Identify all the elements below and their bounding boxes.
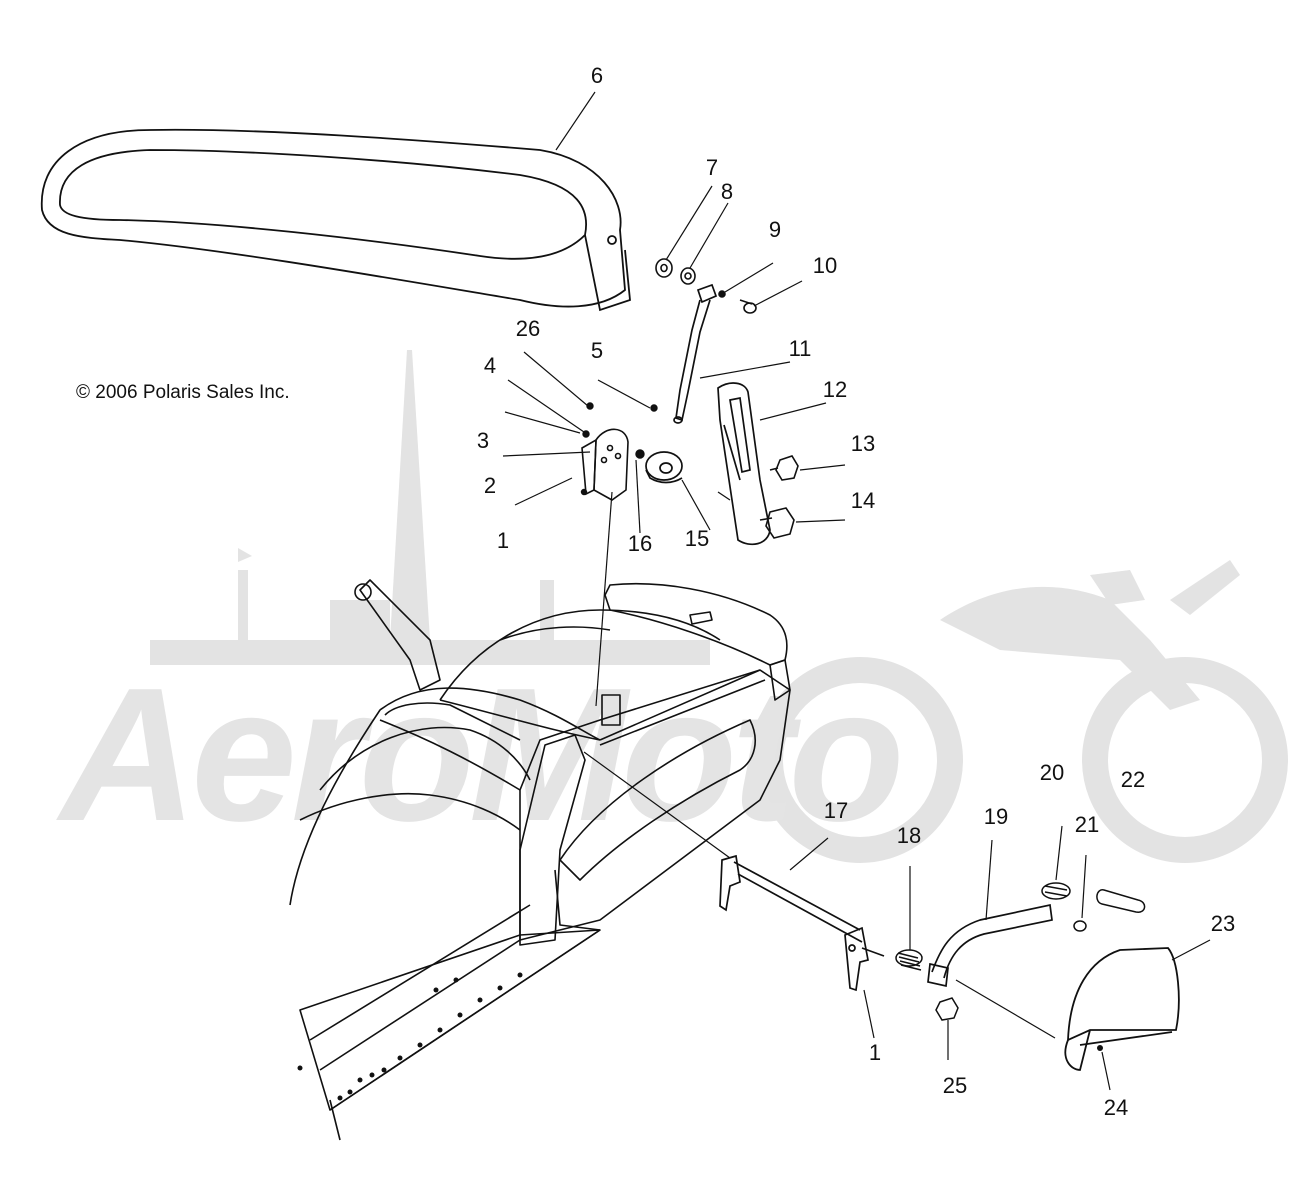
- small-hardware: [580, 402, 658, 496]
- callout-14: 14: [851, 488, 875, 513]
- callout-3: 3: [477, 428, 489, 453]
- callout-25: 25: [943, 1073, 967, 1098]
- washers: [655, 258, 696, 285]
- knobs: [759, 455, 799, 539]
- pin-set: [1041, 882, 1146, 932]
- callout-24: 24: [1104, 1095, 1128, 1120]
- callout-26: 26: [516, 316, 540, 341]
- leader-lines: [502, 91, 1211, 1091]
- callout-6: 6: [591, 63, 603, 88]
- callout-5: 5: [591, 338, 603, 363]
- watermark: AeroMoto: [56, 350, 1288, 863]
- mount-plate: [581, 428, 629, 501]
- handle-tube: [927, 903, 1053, 988]
- bolt-and-nut: [718, 290, 757, 314]
- backrest-pad: [40, 128, 631, 312]
- callout-7: 7: [706, 155, 718, 180]
- callout-4: 4: [484, 353, 496, 378]
- callout-12: 12: [823, 377, 847, 402]
- callout-18: 18: [897, 823, 921, 848]
- watermark-text: AeroMoto: [56, 649, 899, 861]
- copyright-notice: © 2006 Polaris Sales Inc.: [76, 382, 290, 403]
- spring: [895, 949, 923, 971]
- callout-11: 11: [789, 336, 812, 361]
- rear-bumper-frame: [719, 854, 885, 992]
- callout-1: 1: [869, 1040, 881, 1065]
- callout-13: 13: [851, 431, 875, 456]
- callout-17: 17: [824, 798, 848, 823]
- callout-19: 19: [984, 804, 1008, 829]
- grip-cover: [1064, 947, 1180, 1071]
- callout-8: 8: [721, 179, 733, 204]
- callout-22: 22: [1121, 767, 1145, 792]
- callout-9: 9: [769, 217, 781, 242]
- snowmobile-chassis: [289, 579, 791, 1141]
- screw: [1097, 1045, 1103, 1051]
- bushing: [645, 451, 683, 484]
- slotted-bracket: [717, 382, 771, 546]
- support-arm: [673, 283, 718, 424]
- callout-2: 2: [484, 473, 496, 498]
- running-board-holes: [297, 972, 523, 1101]
- callout-10: 10: [813, 253, 837, 278]
- callout-21: 21: [1075, 812, 1099, 837]
- callout-labels: 1234265678910111213141516171819202122232…: [477, 63, 1235, 1120]
- callout-16: 16: [628, 531, 652, 556]
- callout-23: 23: [1211, 911, 1235, 936]
- callout-1: 1: [497, 528, 509, 553]
- lock-nut: [935, 997, 959, 1021]
- callout-20: 20: [1040, 760, 1064, 785]
- callout-15: 15: [685, 526, 709, 551]
